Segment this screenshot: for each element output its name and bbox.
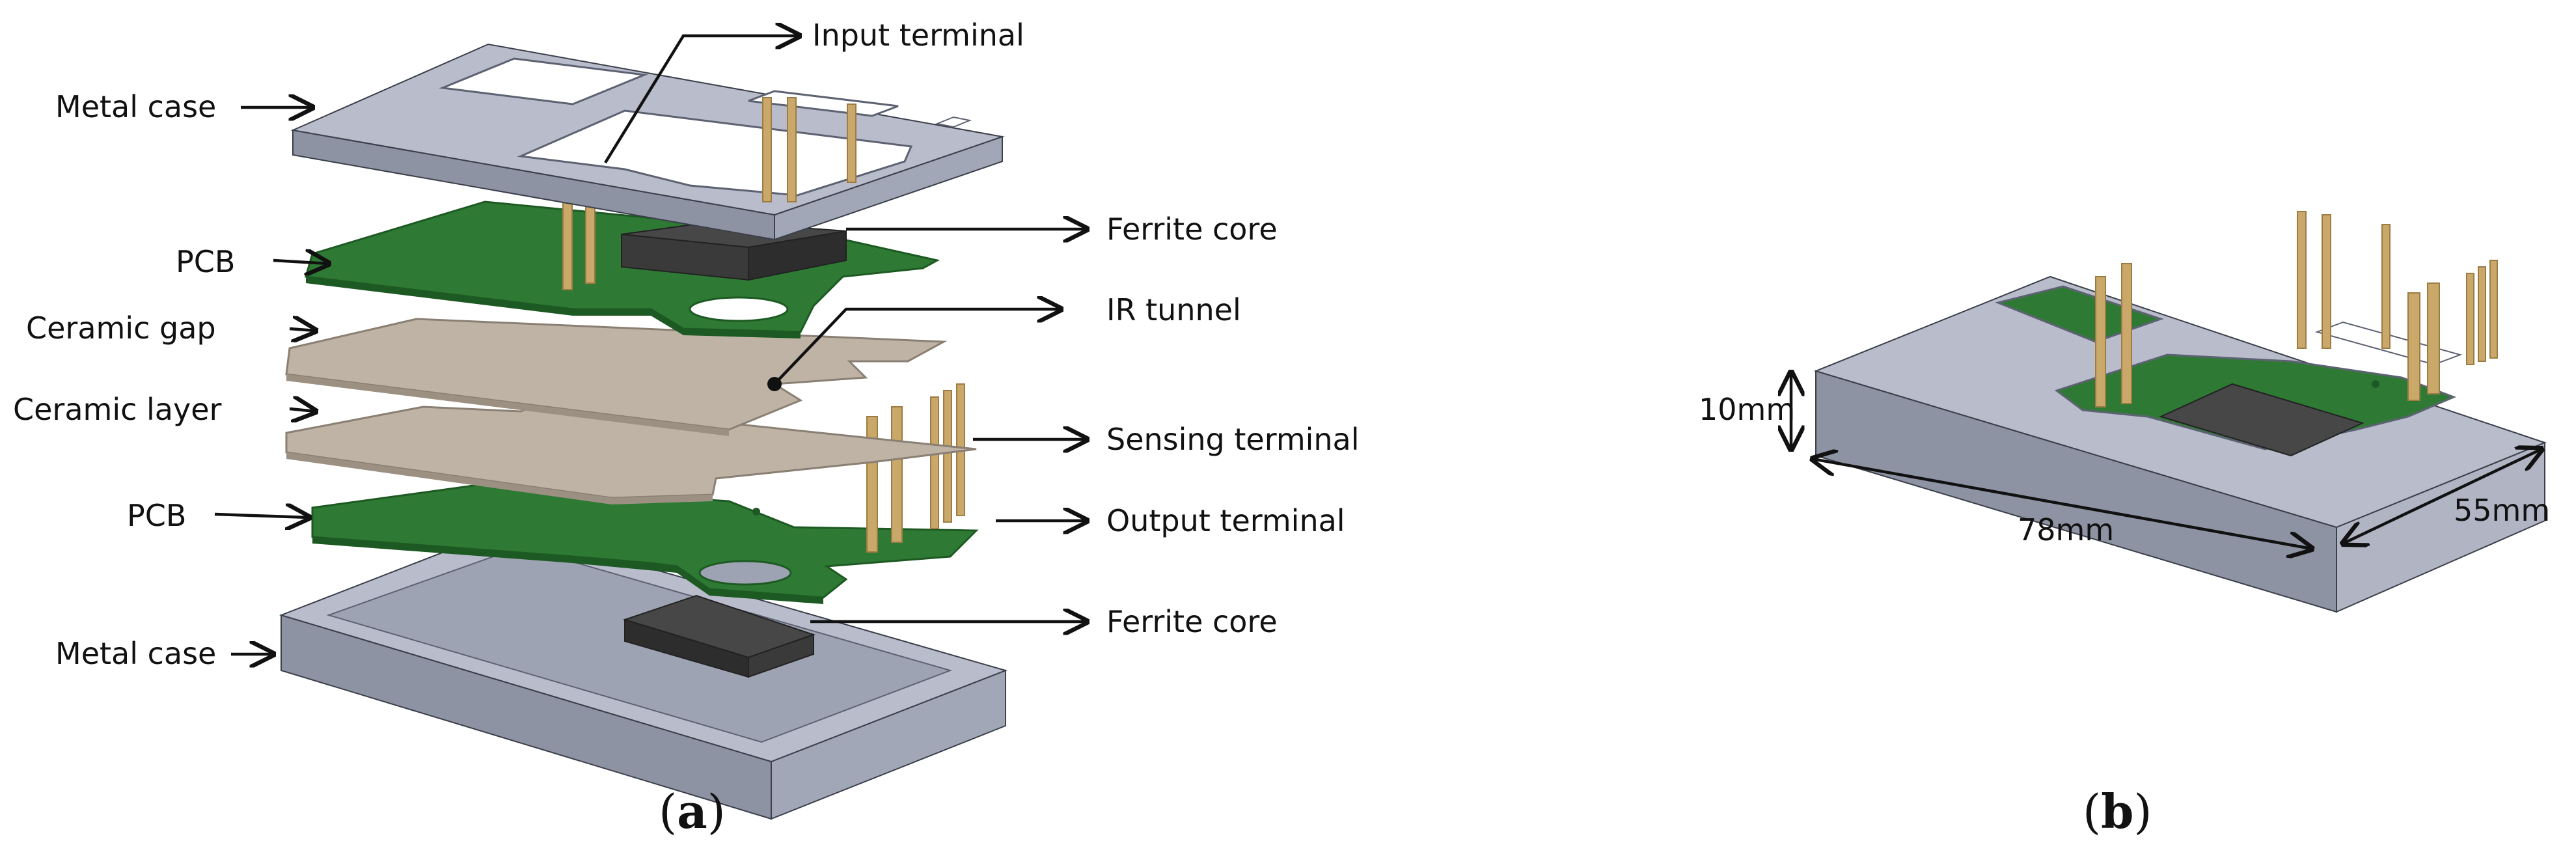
assembled-pcb-via bbox=[2372, 380, 2379, 388]
arrow-input-terminal bbox=[604, 36, 799, 164]
caption-a: (a) bbox=[659, 784, 726, 839]
arrow-ceramic-layer bbox=[289, 409, 316, 411]
ceramic-gap-edge bbox=[286, 374, 729, 436]
label-ir-tunnel: IR tunnel bbox=[1106, 292, 1241, 327]
panel-b-assembled-view: 10mm 78mm 55mm (b) bbox=[1699, 211, 2550, 839]
output-terminal-pin-2 bbox=[891, 406, 903, 543]
dimension-height-label: 10mm bbox=[1699, 392, 1795, 427]
bottom-pcb bbox=[311, 484, 979, 604]
assembled-sensing-pin-3 bbox=[2489, 260, 2498, 359]
label-ceramic-layer: Ceramic layer bbox=[13, 392, 222, 427]
dimension-width-label: 55mm bbox=[2454, 493, 2550, 528]
bottom-pcb-via bbox=[752, 508, 760, 516]
ceramic-gap-plate bbox=[285, 318, 948, 431]
top-case-slot-corner bbox=[935, 116, 972, 128]
panel-b-labels: 10mm 78mm 55mm bbox=[1699, 392, 2550, 547]
assembled-terminal-pins bbox=[2095, 211, 2498, 407]
assembled-ferrite-core bbox=[2159, 383, 2364, 457]
ceramic-layer bbox=[285, 402, 977, 504]
top-case-pin-1 bbox=[762, 97, 772, 202]
label-metal-case-bottom: Metal case bbox=[55, 636, 216, 671]
label-input-terminal: Input terminal bbox=[812, 18, 1024, 53]
dimension-length-arrow bbox=[1813, 459, 2312, 549]
assembled-top-pin-1 bbox=[2297, 211, 2307, 349]
label-ferrite-core-top: Ferrite core bbox=[1106, 212, 1278, 247]
panel-a-labels: Metal case Input terminal PCB Ferrite co… bbox=[13, 18, 1360, 671]
sensing-terminal-pin-2 bbox=[943, 390, 952, 523]
arrow-pcb-top bbox=[273, 260, 329, 264]
caption-b: (b) bbox=[2083, 784, 2152, 839]
label-output-terminal: Output terminal bbox=[1106, 503, 1345, 538]
assembled-top-pin-2 bbox=[2322, 214, 2331, 349]
top-case-slot-right bbox=[748, 90, 899, 117]
top-metal-case bbox=[290, 43, 1005, 241]
assembled-top-pin-3 bbox=[2381, 224, 2391, 349]
label-metal-case-top: Metal case bbox=[55, 89, 216, 124]
top-pcb-ir-slot bbox=[689, 296, 789, 322]
assembled-input-pin-2 bbox=[2121, 263, 2132, 404]
arrow-ir-tunnel bbox=[773, 309, 1061, 385]
assembled-input-pin-1 bbox=[2095, 276, 2106, 407]
bottom-pcb-edge bbox=[312, 537, 823, 604]
dimension-width-arrow bbox=[2343, 449, 2542, 544]
label-sensing-terminal: Sensing terminal bbox=[1106, 422, 1360, 457]
label-ceramic-gap: Ceramic gap bbox=[26, 310, 216, 346]
sensing-terminal-pin-1 bbox=[930, 396, 939, 529]
assembled-output-pin-1 bbox=[2407, 292, 2420, 401]
bottom-case-ferrite-core-front bbox=[748, 633, 814, 678]
assembled-case-window-left bbox=[1995, 285, 2164, 343]
bottom-pcb-ir-slot bbox=[698, 560, 792, 586]
assembled-sensing-pin-1 bbox=[2466, 273, 2474, 365]
top-case-pin-2 bbox=[787, 97, 797, 202]
label-pcb-bottom: PCB bbox=[127, 498, 186, 533]
bottom-metal-case bbox=[279, 526, 1008, 820]
label-pcb-top: PCB bbox=[176, 244, 235, 279]
dimension-length-label: 78mm bbox=[2018, 512, 2114, 547]
top-ferrite-core-right bbox=[748, 230, 847, 281]
label-ferrite-core-bottom: Ferrite core bbox=[1106, 604, 1278, 639]
dimension-arrows bbox=[1791, 372, 2542, 549]
top-case-pin-3 bbox=[847, 103, 856, 183]
top-pcb-edge bbox=[306, 277, 801, 338]
top-case-slot-left bbox=[439, 57, 648, 105]
bottom-pcb-board bbox=[311, 484, 979, 599]
arrow-pcb-bottom bbox=[214, 514, 309, 517]
top-pcb bbox=[305, 200, 940, 338]
assembled-output-pin-2 bbox=[2427, 283, 2440, 394]
output-and-sensing-terminal-pins bbox=[866, 383, 965, 553]
assembled-sensing-pin-2 bbox=[2478, 266, 2486, 362]
panel-a-leader-arrows bbox=[214, 36, 1087, 654]
arrow-ceramic-gap bbox=[289, 329, 316, 331]
ceramic-layer-edge bbox=[286, 452, 713, 504]
panel-a-exploded-view: Metal case Input terminal PCB Ferrite co… bbox=[13, 18, 1360, 839]
